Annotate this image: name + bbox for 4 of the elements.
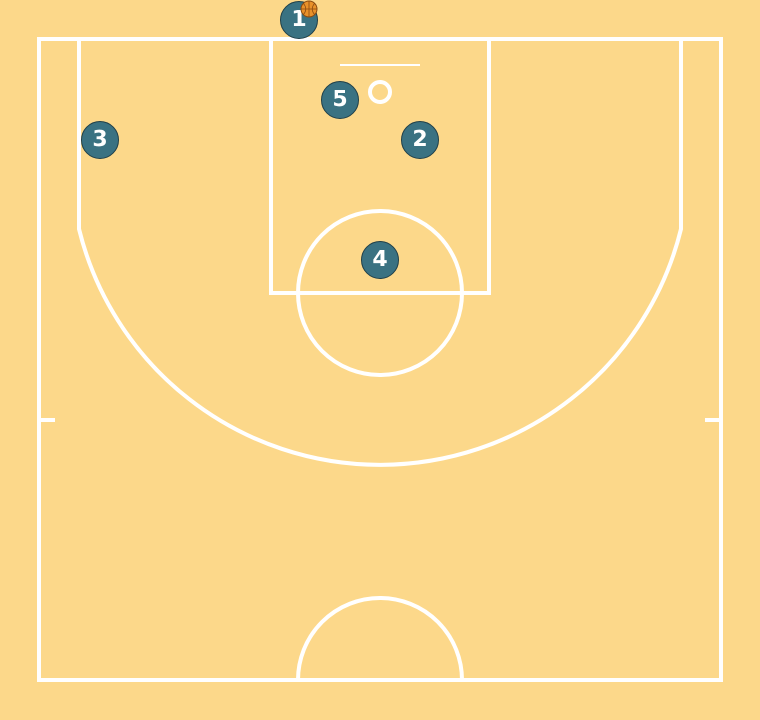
player-marker: 2 [401, 121, 439, 159]
player-marker: 4 [361, 241, 399, 279]
player-marker: 5 [321, 81, 359, 119]
player-marker: 3 [81, 121, 119, 159]
